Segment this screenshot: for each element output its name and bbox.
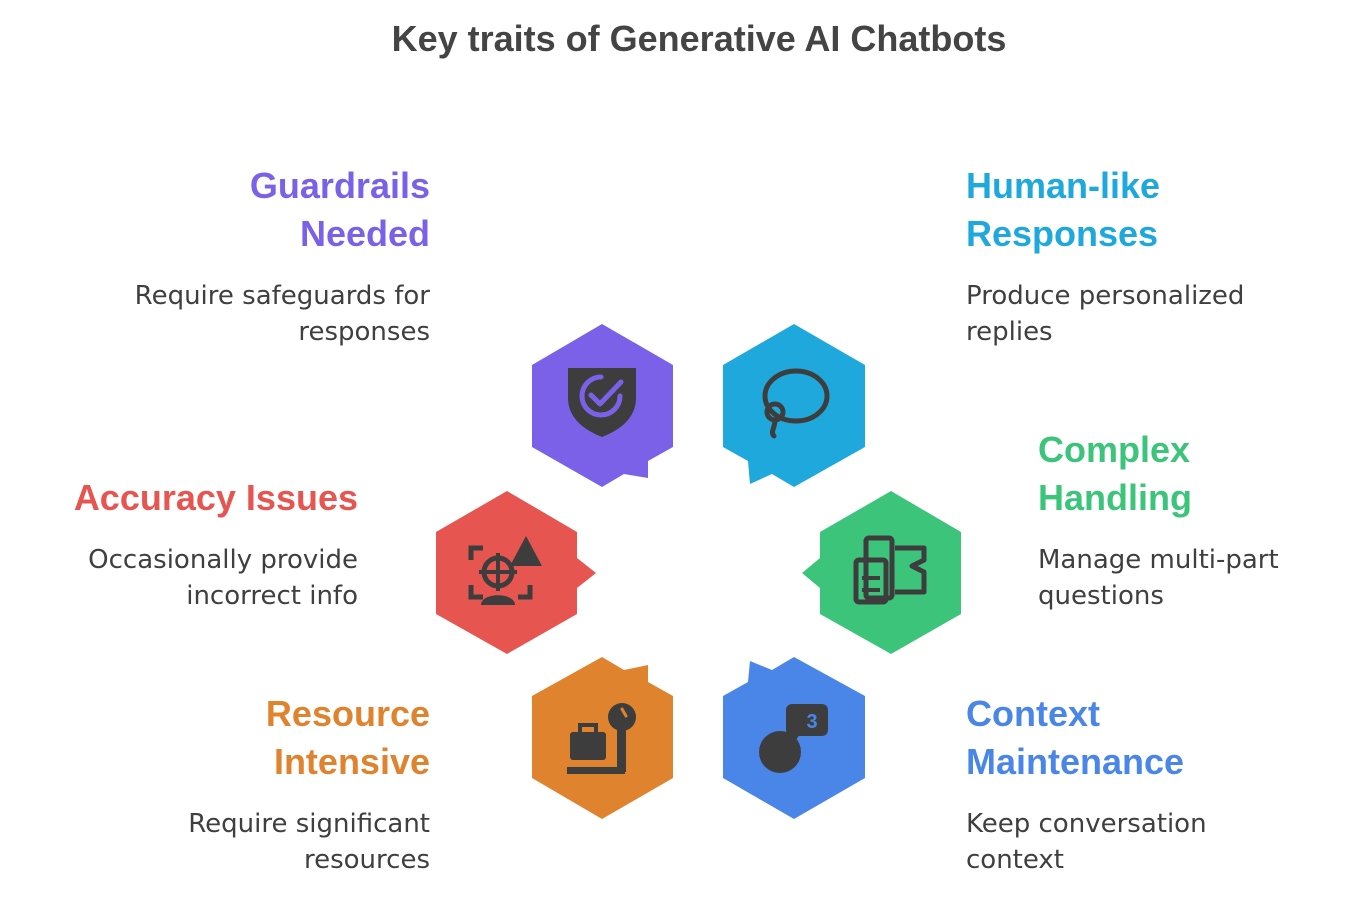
trait-resource-title-line2: Intensive <box>273 741 430 782</box>
trait-human-like-title-line1: Human-like <box>966 165 1161 206</box>
trait-resource-title: Resource Intensive <box>188 690 430 786</box>
trait-resource-desc-line1: Require significant <box>188 809 430 839</box>
trait-complex-title-line1: Complex <box>1038 429 1191 470</box>
trait-guardrails-title-line1: Guardrails <box>249 165 430 206</box>
trait-guardrails-desc-line2: responses <box>298 317 430 347</box>
hex-guardrails <box>532 324 673 487</box>
briefcase-scale-icon <box>567 703 636 774</box>
hex-complex <box>802 491 961 654</box>
trait-guardrails-desc: Require safeguards for responses <box>135 278 430 350</box>
trait-complex-desc-line2: questions <box>1038 581 1164 611</box>
trait-guardrails: Guardrails Needed Require safeguards for… <box>135 162 430 350</box>
trait-human-like-title: Human-like Responses <box>966 162 1244 258</box>
trait-accuracy-title: Accuracy Issues <box>73 477 358 518</box>
chat-count-badge: 3 <box>806 711 817 733</box>
trait-human-like: Human-like Responses Produce personalize… <box>966 162 1244 350</box>
trait-resource-title-line1: Resource <box>265 693 430 734</box>
trait-human-like-desc: Produce personalized replies <box>966 278 1244 350</box>
hex-context: 3 <box>723 657 865 819</box>
trait-context-desc: Keep conversation context <box>966 806 1207 878</box>
trait-human-like-title-line2: Responses <box>966 213 1159 254</box>
trait-human-like-desc-line1: Produce personalized <box>966 281 1245 311</box>
speech-bubble-icon <box>762 368 830 439</box>
trait-human-like-desc-line2: replies <box>966 317 1053 347</box>
trait-complex-desc: Manage multi-part questions <box>1038 542 1279 614</box>
trait-accuracy-desc: Occasionally provide incorrect info <box>74 542 358 614</box>
trait-complex: Complex Handling Manage multi-part quest… <box>1038 426 1279 614</box>
hex-accuracy <box>436 491 596 654</box>
trait-context-desc-line2: context <box>966 845 1064 875</box>
shield-check-icon <box>568 368 636 437</box>
trait-guardrails-title: Guardrails Needed <box>135 162 430 258</box>
trait-accuracy-desc-line2: incorrect info <box>186 581 358 611</box>
target-warning-icon <box>468 536 542 605</box>
trait-resource-desc-line2: resources <box>303 845 430 875</box>
trait-context-title-line1: Context <box>966 693 1100 734</box>
hex-resource <box>532 657 673 819</box>
trait-complex-title-line2: Handling <box>1038 477 1192 518</box>
trait-context-title: Context Maintenance <box>966 690 1207 786</box>
trait-guardrails-title-line2: Needed <box>299 213 430 254</box>
chat-count-icon: 3 <box>759 704 828 773</box>
hex-human-like <box>723 324 865 487</box>
trait-guardrails-desc-line1: Require safeguards for <box>134 281 430 311</box>
trait-context-desc-line1: Keep conversation <box>966 809 1207 839</box>
trait-complex-desc-line1: Manage multi-part <box>1038 545 1279 575</box>
trait-accuracy: Accuracy Issues Occasionally provide inc… <box>74 474 358 614</box>
page-title: Key traits of Generative AI Chatbots <box>391 18 1007 59</box>
trait-complex-title: Complex Handling <box>1038 426 1279 522</box>
trait-accuracy-desc-line1: Occasionally provide <box>88 545 358 575</box>
trait-context: Context Maintenance Keep conversation co… <box>966 690 1207 878</box>
puzzle-document-icon <box>853 535 927 605</box>
trait-resource: Resource Intensive Require significant r… <box>188 690 430 878</box>
trait-resource-desc: Require significant resources <box>188 806 430 878</box>
trait-context-title-line2: Maintenance <box>966 741 1185 782</box>
